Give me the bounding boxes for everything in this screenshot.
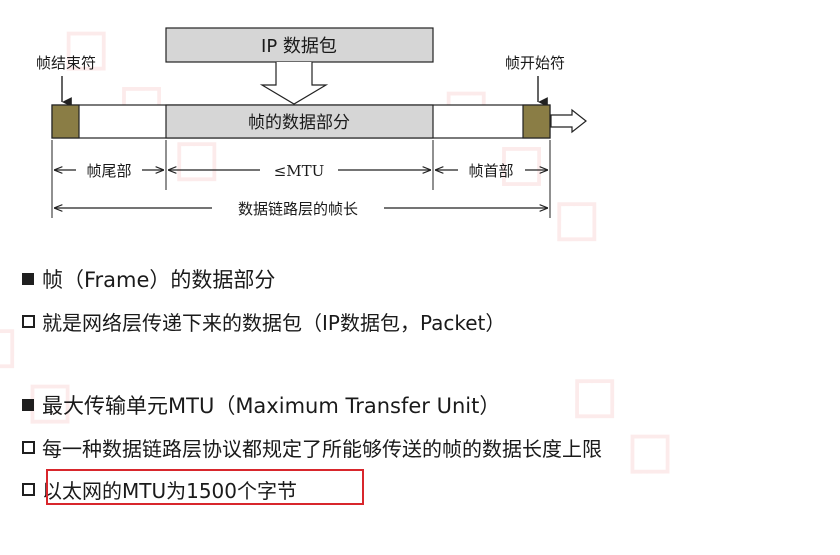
bullet-text: 以太网的MTU为1500个字节	[42, 478, 298, 503]
bullet-item: 最大传输单元MTU（Maximum Transfer Unit）	[20, 388, 500, 422]
frame-data-part	[165, 104, 434, 139]
data-part-label: 帧的数据部分	[248, 113, 350, 133]
bullet-text: 就是网络层传递下来的数据包（IP数据包，Packet）	[42, 310, 506, 335]
ip-packet-label: IP 数据包	[261, 36, 337, 57]
ip-packet-box	[165, 27, 434, 63]
bullet-text: 帧（Frame）的数据部分	[42, 268, 276, 292]
mtu-label: ≤MTU	[274, 162, 325, 180]
total-label: 数据链路层的帧长	[238, 200, 358, 218]
encapsulation-arrow	[259, 62, 329, 105]
hollow-square-icon	[22, 482, 35, 496]
bullet-text: 最大传输单元MTU（Maximum Transfer Unit）	[42, 394, 501, 418]
filled-square-icon	[22, 399, 34, 411]
frame-end-delimiter	[51, 104, 80, 139]
frame-start-label: 帧开始符	[505, 54, 565, 72]
bullet-item: 帧（Frame）的数据部分	[20, 262, 275, 296]
hollow-square-icon	[22, 314, 35, 328]
transmission-arrow	[550, 108, 587, 134]
bullet-item: 就是网络层传递下来的数据包（IP数据包，Packet）	[20, 304, 505, 338]
bullet-item-highlighted: 以太网的MTU为1500个字节	[20, 469, 364, 506]
header-label: 帧首部	[468, 162, 513, 180]
frame-end-label: 帧结束符	[36, 54, 96, 72]
hollow-square-icon	[22, 440, 35, 454]
trailer-label: 帧尾部	[86, 162, 131, 180]
watermark: ◇ ◇	[549, 345, 704, 499]
filled-square-icon	[22, 273, 34, 285]
frame-start-delimiter	[522, 104, 551, 139]
frame-structure-diagram: IP 数据包 帧结束符 帧开始符 帧的数据部分 帧尾部 ≤MTU 帧首部	[36, 27, 587, 218]
highlight-box	[46, 469, 364, 505]
bullet-text: 每一种数据链路层协议都规定了所能够传送的帧的数据长度上限	[42, 436, 602, 461]
bullet-item: 每一种数据链路层协议都规定了所能够传送的帧的数据长度上限	[20, 430, 602, 464]
